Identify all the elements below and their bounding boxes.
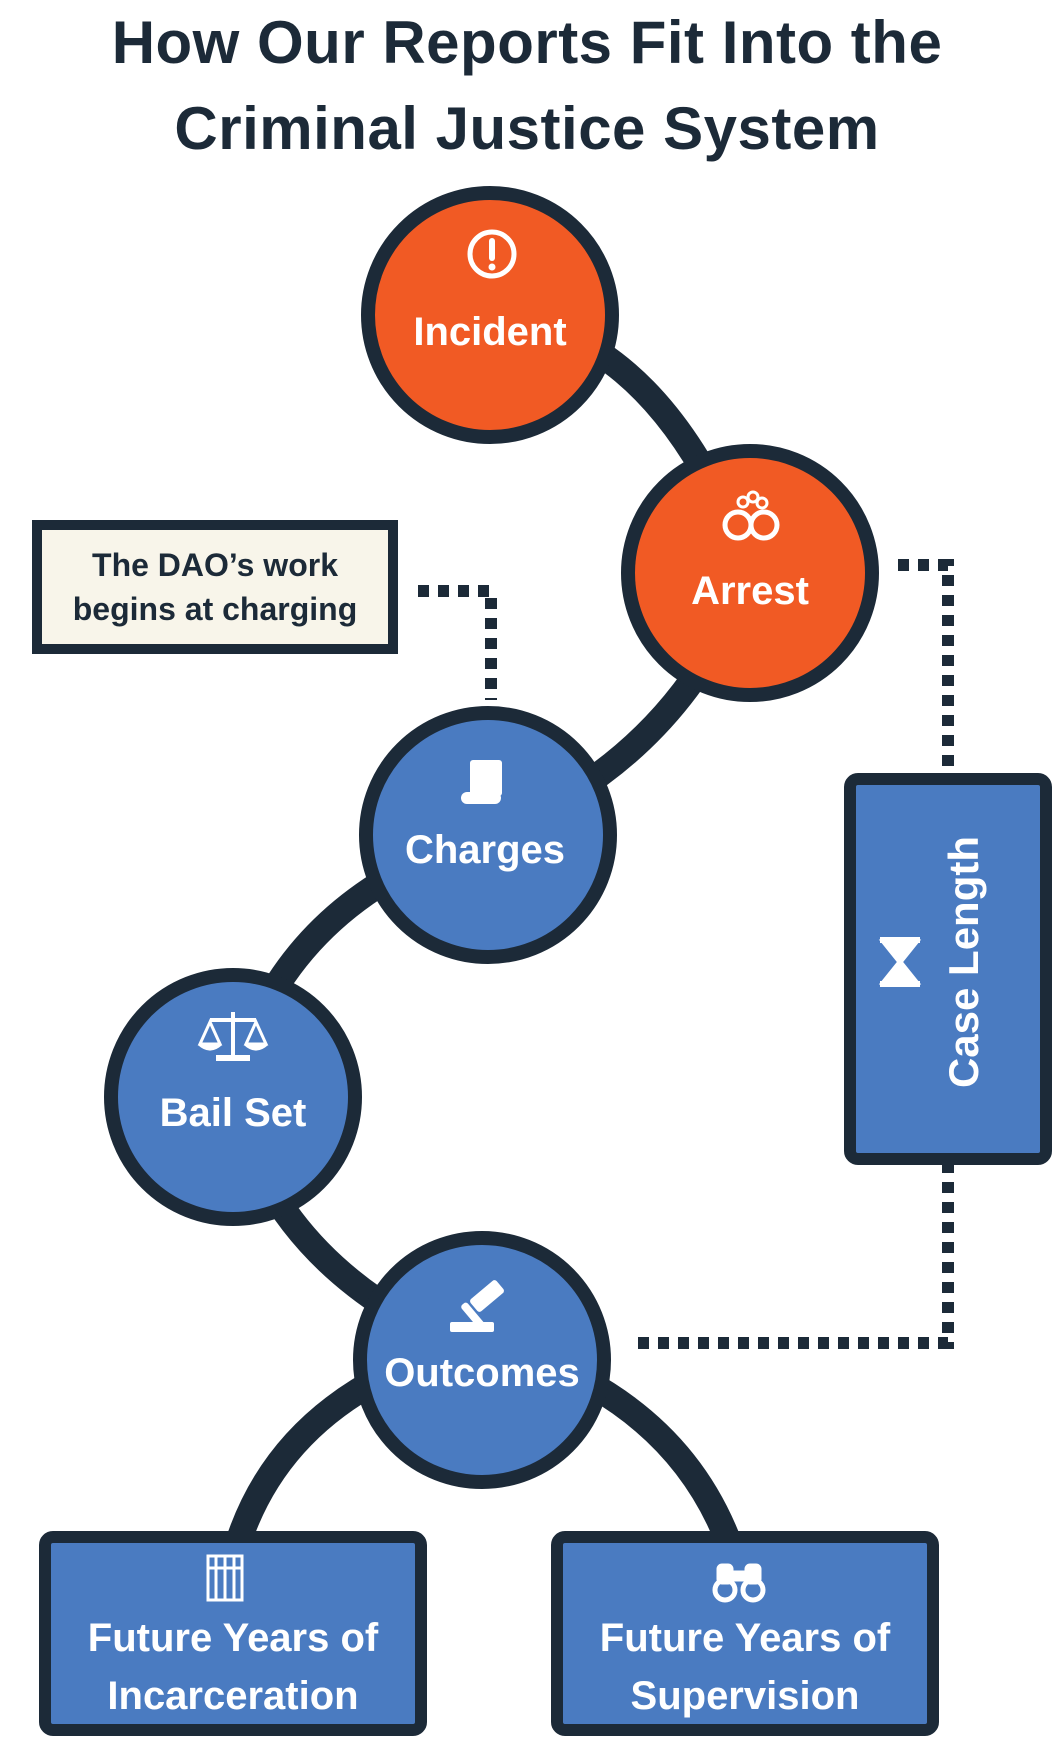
case-length-top-dotted — [898, 559, 954, 780]
bail-set-node — [104, 968, 362, 1226]
title-line-1: How Our Reports Fit Into the — [111, 9, 943, 76]
arrest-node — [621, 444, 879, 702]
incident-label: Incident — [413, 310, 567, 354]
supervision-label: Future Years of Supervision — [563, 1609, 927, 1725]
exclamation-icon — [467, 229, 517, 279]
charges-node — [359, 706, 617, 964]
incarceration-line-2: Incarceration — [107, 1674, 359, 1718]
note-leader-dotted — [418, 585, 497, 700]
scales-icon — [197, 1012, 269, 1061]
note-line-1: The DAO’s work — [92, 547, 338, 583]
gavel-icon — [450, 1280, 504, 1332]
outcomes-node — [353, 1231, 611, 1489]
title-line-2: Criminal Justice System — [174, 95, 880, 162]
dao-note-box: The DAO’s work begins at charging — [32, 520, 398, 654]
incident-node — [361, 186, 619, 444]
charges-label: Charges — [404, 828, 566, 872]
case-length-bottom-dotted — [635, 1162, 954, 1349]
incarceration-label: Future Years of Incarceration — [51, 1609, 415, 1725]
page-title: How Our Reports Fit Into the Criminal Ju… — [0, 0, 1054, 172]
supervision-line-2: Supervision — [630, 1674, 860, 1718]
outcomes-label: Outcomes — [384, 1351, 580, 1395]
hourglass-icon — [878, 937, 922, 987]
jail-bars-icon — [206, 1554, 244, 1602]
arrest-label: Arrest — [691, 569, 809, 613]
binoculars-icon — [712, 1563, 766, 1603]
handcuffs-icon — [722, 490, 780, 541]
bail-set-label: Bail Set — [159, 1091, 307, 1135]
document-scroll-icon — [461, 760, 502, 804]
incarceration-box — [39, 1531, 427, 1736]
supervision-box — [551, 1531, 939, 1736]
incarceration-line-1: Future Years of — [87, 1616, 379, 1660]
note-line-2: begins at charging — [72, 591, 358, 627]
case-length-label: Case Length — [940, 835, 987, 1089]
case-length-box — [844, 773, 1052, 1165]
supervision-line-1: Future Years of — [599, 1616, 891, 1660]
